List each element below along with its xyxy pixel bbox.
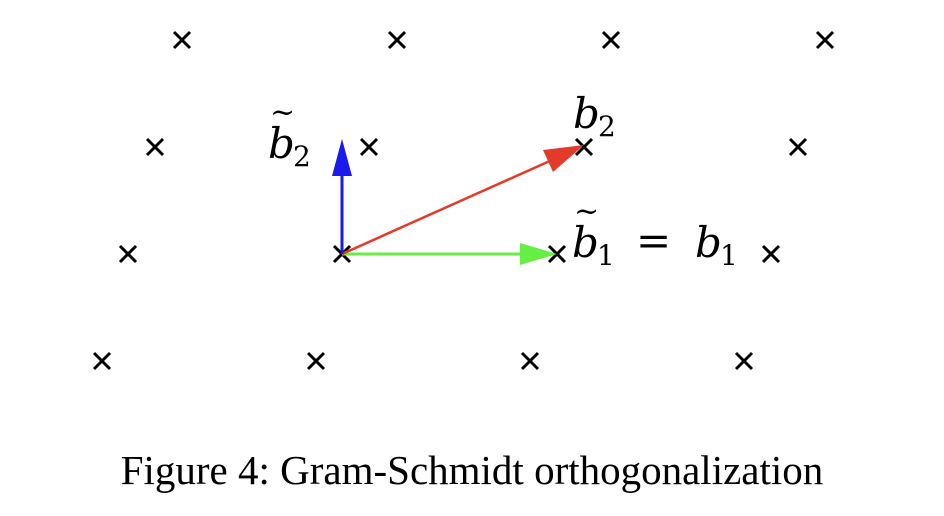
lattice-point xyxy=(574,137,594,157)
lattice-point xyxy=(118,244,138,264)
b2-tilde-arrowhead xyxy=(332,139,352,176)
label-b1-base: b xyxy=(695,218,722,267)
label-b2-base: b xyxy=(573,89,600,138)
lattice-point xyxy=(306,351,326,371)
label-b2-tilde-sub: 2 xyxy=(293,140,311,173)
lattice-points xyxy=(92,30,835,371)
lattice-point xyxy=(734,351,754,371)
lattice-point xyxy=(520,351,540,371)
vector-b2 xyxy=(341,145,584,256)
vector-b2-tilde xyxy=(332,139,352,254)
label-equals-sign: = xyxy=(636,216,671,265)
b1-arrowhead xyxy=(520,243,557,265)
figure-caption: Figure 4: Gram-Schmidt orthogonalization xyxy=(120,447,824,493)
lattice-point xyxy=(815,30,835,50)
label-b2-tilde-base: b xyxy=(268,119,295,168)
vector-b1 xyxy=(342,243,557,265)
b2-shaft xyxy=(341,158,553,256)
lattice-point xyxy=(601,30,621,50)
label-b1-tilde-accent: ~ xyxy=(574,194,599,229)
label-b2-tilde-accent: ~ xyxy=(270,95,295,130)
label-b2-tilde: ~ b 2 xyxy=(268,95,311,173)
label-b1-sub: 1 xyxy=(720,239,738,272)
lattice-point xyxy=(92,351,112,371)
lattice-point xyxy=(172,30,192,50)
label-b1-tilde-base: b xyxy=(572,218,599,267)
label-b1-tilde-equals-b1: ~ b 1 = b 1 xyxy=(572,194,738,272)
lattice-point xyxy=(788,137,808,157)
label-b2-sub: 2 xyxy=(598,110,616,143)
b2-arrowhead xyxy=(543,145,584,172)
label-b2: b 2 xyxy=(573,89,616,143)
lattice-point xyxy=(359,137,379,157)
lattice-point xyxy=(145,137,165,157)
lattice-point xyxy=(761,244,781,264)
label-b1-tilde-sub: 1 xyxy=(597,239,615,272)
lattice-point xyxy=(387,30,407,50)
